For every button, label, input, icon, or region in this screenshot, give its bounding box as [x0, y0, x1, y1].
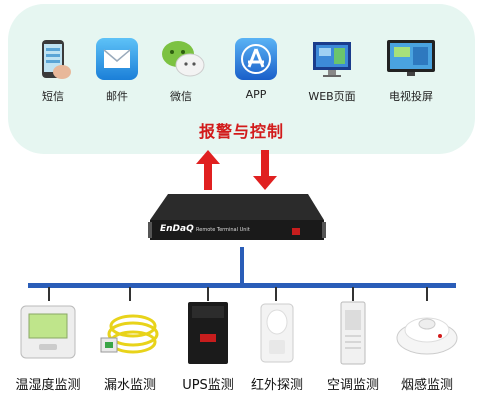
water-leak-cable-icon	[90, 300, 170, 368]
wechat-icon	[160, 38, 205, 80]
bus-drop	[207, 287, 209, 301]
smoke-detector-icon	[387, 300, 467, 368]
sensor-label: 红外探测	[250, 378, 303, 393]
rtu-device: EnDaQ Remote Terminal Unit	[146, 190, 326, 248]
bus-drop	[275, 287, 277, 301]
channel-label: APP	[245, 88, 267, 101]
channel-web: WEB页面	[297, 38, 367, 104]
sensor-air-conditioner: 空调监测	[313, 300, 393, 393]
sensor-temp-humidity: 温湿度监测	[8, 300, 88, 393]
bus-drop	[426, 287, 428, 301]
bus-drop	[129, 287, 131, 301]
sensor-bus	[28, 283, 456, 288]
sensor-label: 温湿度监测	[15, 378, 81, 393]
sensor-label: 烟感监测	[400, 378, 453, 393]
mail-icon	[96, 38, 138, 80]
sensor-water-leak: 漏水监测	[90, 300, 170, 393]
infrared-detector-icon	[237, 300, 317, 368]
channel-label: 短信	[42, 90, 64, 103]
sensor-label: UPS监测	[182, 378, 234, 393]
bus-drop	[352, 287, 354, 301]
channel-label: 邮件	[106, 90, 128, 103]
channel-mail: 邮件	[82, 38, 152, 104]
channel-wechat: 微信	[146, 38, 216, 104]
device-brand: EnDaQ	[160, 224, 194, 234]
arrow-down-icon	[253, 150, 277, 190]
phone-sms-icon	[32, 38, 74, 80]
air-conditioner-icon	[313, 300, 393, 368]
bus-stem	[240, 247, 244, 285]
app-store-icon	[235, 38, 277, 80]
thermo-hygrometer-icon	[8, 300, 88, 368]
channel-app: APP	[221, 38, 291, 101]
sensor-smoke: 烟感监测	[387, 300, 467, 393]
bus-drop	[48, 287, 50, 301]
device-model: Remote Terminal Unit	[196, 227, 250, 233]
channel-tv: 电视投屏	[376, 38, 446, 104]
alarm-control-title: 报警与控制	[198, 122, 284, 141]
channel-label: 微信	[170, 90, 192, 103]
web-monitor-icon	[311, 38, 353, 80]
sensor-ups: UPS监测	[168, 300, 248, 393]
ups-icon	[168, 300, 248, 368]
channel-sms: 短信	[18, 38, 88, 104]
sensor-label: 漏水监测	[103, 378, 156, 393]
channel-label: WEB页面	[308, 90, 356, 103]
sensor-infrared: 红外探测	[237, 300, 317, 393]
channel-label: 电视投屏	[389, 90, 433, 103]
arrow-up-icon	[196, 150, 220, 190]
tv-screen-icon	[386, 38, 436, 80]
sensor-label: 空调监测	[326, 378, 379, 393]
